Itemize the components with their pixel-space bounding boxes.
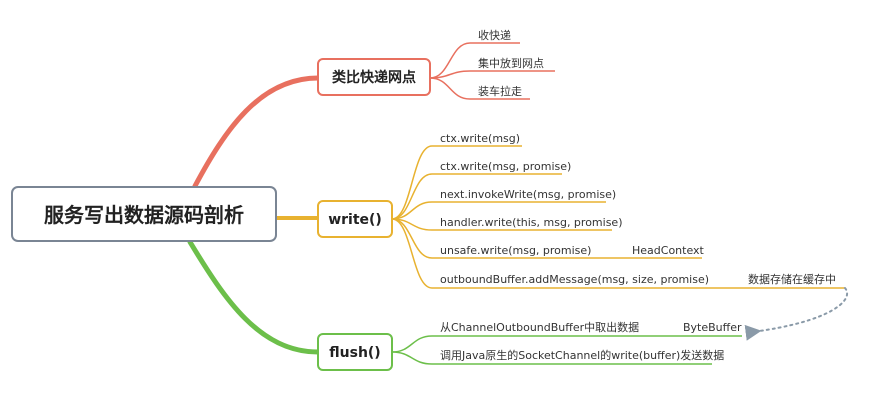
root-label: 服务写出数据源码剖析 xyxy=(44,203,244,227)
analogy-leaf-1: 收快递 xyxy=(478,28,511,42)
flush-note-byte-buffer: ByteBuffer xyxy=(683,321,742,334)
analogy-leaf-connector-1 xyxy=(429,42,520,79)
write-leaf-4: handler.write(this, msg, promise) xyxy=(440,216,623,229)
connector-root-flush xyxy=(187,239,321,355)
flush-leaf-connector-1 xyxy=(391,335,742,353)
branch-write[interactable]: write() xyxy=(317,200,393,238)
write-leaf-5: unsafe.write(msg, promise) xyxy=(440,244,591,257)
write-leaf-6: outboundBuffer.addMessage(msg, size, pro… xyxy=(440,273,709,286)
flush-leaf-1: 从ChannelOutboundBuffer中取出数据 xyxy=(440,320,639,334)
write-leaf-3: next.invokeWrite(msg, promise) xyxy=(440,188,616,201)
write-leaf-1: ctx.write(msg) xyxy=(440,132,520,145)
branch-analogy-label: 类比快递网点 xyxy=(332,69,416,86)
write-leaf-connector-2 xyxy=(391,173,562,220)
analogy-leaf-3: 装车拉走 xyxy=(478,84,522,98)
branch-flush[interactable]: flush() xyxy=(317,333,393,371)
write-leaf-connector-1 xyxy=(391,145,522,220)
root-node[interactable]: 服务写出数据源码剖析 xyxy=(11,186,277,242)
analogy-leaf-connector-3 xyxy=(429,77,530,100)
analogy-leaf-2: 集中放到网点 xyxy=(478,56,544,70)
analogy-leaf-connector-2 xyxy=(429,70,555,79)
flush-leaf-2: 调用Java原生的SocketChannel的write(buffer)发送数据 xyxy=(440,348,724,362)
connector-root-analogy xyxy=(192,75,321,189)
write-note-buffer: 数据存储在缓存中 xyxy=(748,272,836,286)
write-note-head-context: HeadContext xyxy=(632,244,705,257)
write-leaf-connector-6 xyxy=(391,218,712,289)
write-leaf-connector-5 xyxy=(391,218,702,259)
relation-arrow xyxy=(744,287,848,341)
branch-analogy[interactable]: 类比快递网点 xyxy=(317,58,431,96)
flush-leaf-connector-2 xyxy=(391,351,712,365)
branch-write-label: write() xyxy=(328,212,382,228)
write-leaf-connector-3 xyxy=(391,201,606,220)
write-leaf-2: ctx.write(msg, promise) xyxy=(440,160,571,173)
branch-flush-label: flush() xyxy=(329,345,380,361)
